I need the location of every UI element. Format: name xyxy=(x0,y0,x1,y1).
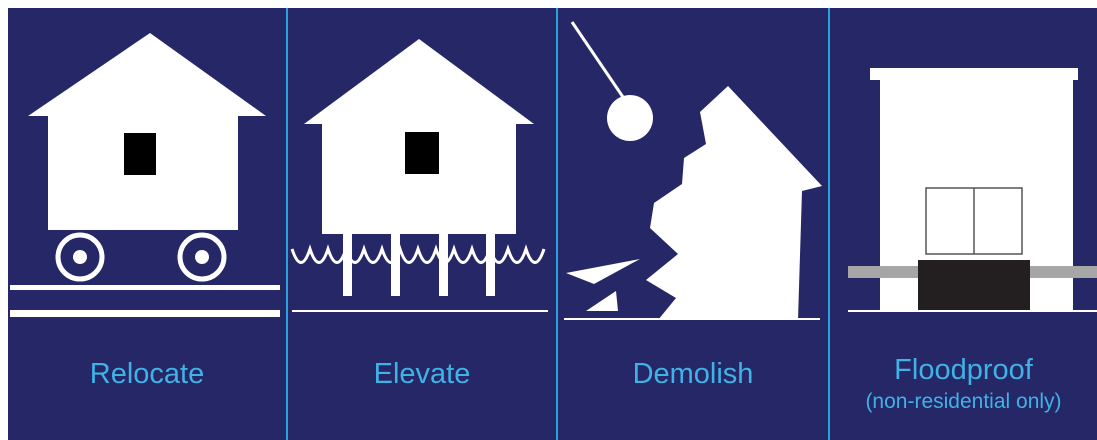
floodproof-panel: Floodproof (non-residential only) xyxy=(830,8,1097,440)
house-on-wheels-icon xyxy=(10,33,280,317)
elevate-panel: Elevate xyxy=(288,8,556,440)
floodproofed-building-icon xyxy=(848,68,1097,312)
wrecking-ball-icon xyxy=(564,21,822,320)
floodproof-sublabel: (non-residential only) xyxy=(865,390,1062,413)
house-on-stilts-icon xyxy=(290,39,548,312)
demolish-label: Demolish xyxy=(632,358,754,390)
relocate-panel: Relocate xyxy=(8,8,286,440)
demolish-panel: Demolish xyxy=(558,8,828,440)
panel-divider xyxy=(286,8,288,440)
relocate-label: Relocate xyxy=(89,358,205,390)
elevate-label: Elevate xyxy=(373,358,471,390)
panel-divider xyxy=(556,8,558,440)
panel-divider xyxy=(828,8,830,440)
floodproof-label: Floodproof xyxy=(894,354,1033,386)
